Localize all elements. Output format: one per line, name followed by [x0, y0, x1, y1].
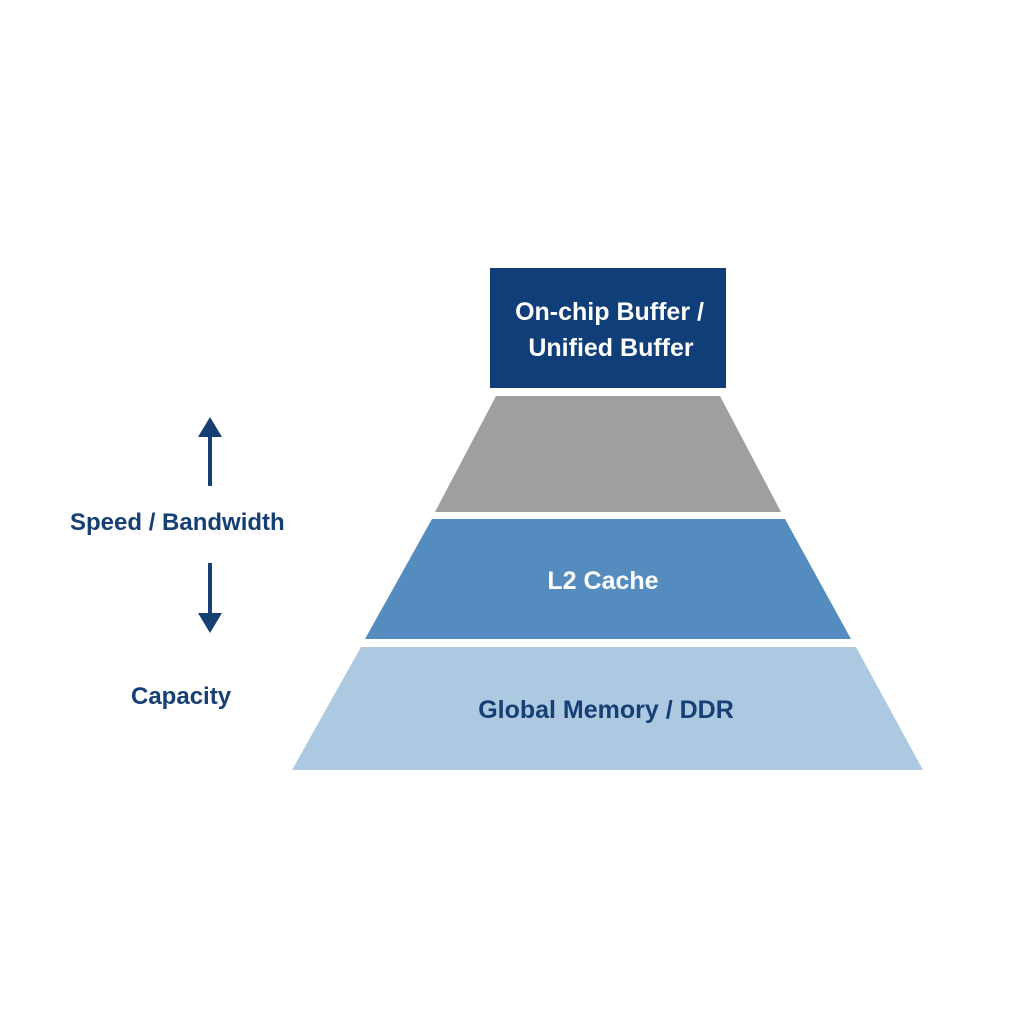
tier-on-chip-buffer-label-line-2: Unified Buffer: [528, 334, 694, 362]
tier-on-chip-buffer-label: On-chip Buffer / Unified Buffer: [515, 298, 711, 362]
tier-unlabeled-gray-shape: [435, 396, 781, 512]
tier-global-memory-label: Global Memory / DDR: [478, 696, 734, 724]
tier-l2-cache-label-line-1: L2 Cache: [547, 567, 658, 595]
tier-global-memory-label-line-1: Global Memory / DDR: [478, 696, 734, 724]
arrow-down-head: [198, 613, 222, 633]
arrow-up-head: [198, 417, 222, 437]
axis-label-capacity: Capacity: [131, 683, 232, 710]
tier-global-memory-shape: [292, 647, 923, 770]
tier-l2-cache-shape: [365, 519, 851, 639]
tier-l2-cache-label: L2 Cache: [547, 567, 658, 595]
tier-global-memory: Global Memory / DDR: [292, 647, 923, 770]
tier-l2-cache: L2 Cache: [365, 519, 851, 639]
arrow-down-icon: [198, 563, 222, 633]
tier-on-chip-buffer: On-chip Buffer / Unified Buffer: [490, 268, 726, 388]
tier-on-chip-buffer-label-line-1: On-chip Buffer /: [515, 298, 704, 326]
tier-unlabeled-gray: [435, 396, 781, 512]
arrow-up-icon: [198, 417, 222, 486]
axis-label-speed-bandwidth: Speed / Bandwidth: [70, 509, 285, 536]
tier-on-chip-buffer-shape: [490, 268, 726, 388]
